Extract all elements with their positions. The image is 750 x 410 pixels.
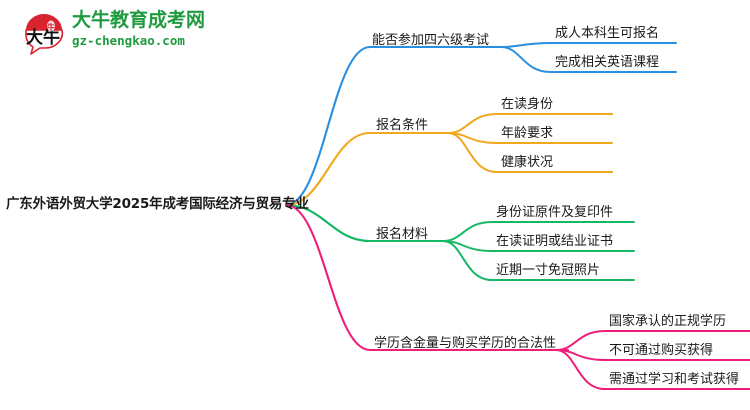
leaf-label-2-2[interactable]: 年龄要求: [501, 126, 554, 141]
leaf-label-3-1[interactable]: 身份证原件及复印件: [496, 205, 614, 220]
logo-brand-name: 大牛教育成考网: [72, 9, 206, 31]
branch-connector: [447, 132, 498, 173]
svg-text:大牛: 大牛: [26, 27, 60, 48]
branch-connector: [500, 46, 552, 73]
branch-label-4[interactable]: 学历含金量与购买学历的合法性: [374, 336, 557, 351]
leaf-label-1-2[interactable]: 完成相关英语课程: [555, 55, 660, 70]
branch-connector: [442, 221, 493, 242]
branch-label-1[interactable]: 能否参加四六级考试: [372, 33, 490, 48]
site-logo: 大牛 牛 大牛教育成考网 gz-chengkao.com: [20, 6, 206, 58]
logo-mark-icon: 大牛 牛: [25, 14, 64, 55]
leaf-label-4-1[interactable]: 国家承认的正规学历: [609, 314, 727, 329]
leaf-label-2-3[interactable]: 健康状况: [501, 155, 554, 170]
branch-connector: [555, 349, 606, 390]
branch-connector: [442, 240, 493, 281]
branch-connector: [284, 45, 372, 207]
branch-connector: [284, 203, 372, 352]
leaf-label-2-1[interactable]: 在读身份: [501, 97, 554, 112]
leaf-label-1-1[interactable]: 成人本科生可报名: [555, 26, 660, 41]
leaf-label-4-3[interactable]: 需通过学习和考试获得: [609, 372, 740, 387]
branch-label-3[interactable]: 报名材料: [376, 227, 429, 242]
logo-site-url: gz-chengkao.com: [72, 33, 185, 48]
branch-connector: [284, 203, 372, 243]
branch-label-2[interactable]: 报名条件: [376, 118, 429, 133]
branch-connector: [284, 131, 372, 207]
branch-connector: [447, 113, 498, 134]
leaf-label-3-3[interactable]: 近期一寸免冠照片: [496, 263, 601, 278]
branch-connector: [555, 330, 606, 351]
svg-text:牛: 牛: [47, 22, 55, 32]
branch-connector: [500, 42, 552, 48]
mindmap-root-node[interactable]: 广东外语外贸大学2025年成考国际经济与贸易专业: [6, 196, 309, 212]
leaf-label-3-2[interactable]: 在读证明或结业证书: [496, 234, 614, 249]
leaf-label-4-2[interactable]: 不可通过购买获得: [609, 343, 714, 358]
